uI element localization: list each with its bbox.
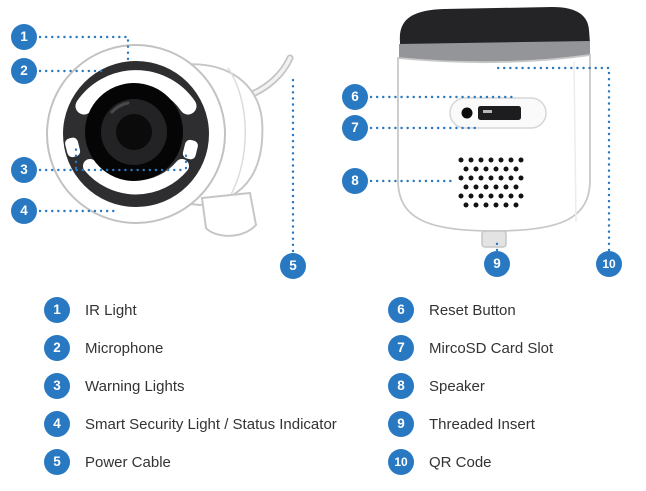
legend-number-badge: 7 <box>388 335 414 361</box>
legend-item-qr-code: 10 QR Code <box>388 449 553 475</box>
legend-label: Speaker <box>429 377 485 395</box>
legend-label: Power Cable <box>85 453 171 471</box>
legend-label: QR Code <box>429 453 492 471</box>
legend-right-column: 6 Reset Button 7 MircoSD Card Slot 8 Spe… <box>388 297 553 475</box>
legend-number-badge: 5 <box>44 449 70 475</box>
callout-1: 1 <box>11 24 37 50</box>
leader-lines <box>38 35 611 253</box>
callout-3: 3 <box>11 157 37 183</box>
legend-left-column: 1 IR Light 2 Microphone 3 Warning Lights… <box>44 297 337 475</box>
legend-number-badge: 1 <box>44 297 70 323</box>
legend-label: Smart Security Light / Status Indicator <box>85 415 337 433</box>
legend-item-ir-light: 1 IR Light <box>44 297 337 323</box>
legend-item-microsd-card-slot: 7 MircoSD Card Slot <box>388 335 553 361</box>
microsd-slot <box>478 106 521 120</box>
speaker-grille <box>458 157 524 208</box>
legend-number-badge: 9 <box>388 411 414 437</box>
legend-item-speaker: 8 Speaker <box>388 373 553 399</box>
legend-item-microphone: 2 Microphone <box>44 335 337 361</box>
legend-number-badge: 2 <box>44 335 70 361</box>
callout-8: 8 <box>342 168 368 194</box>
legend-number-badge: 10 <box>388 449 414 475</box>
callout-9: 9 <box>484 251 510 277</box>
legend-item-warning-lights: 3 Warning Lights <box>44 373 337 399</box>
legend-number-badge: 4 <box>44 411 70 437</box>
legend-label: MircoSD Card Slot <box>429 339 554 357</box>
leader-line-10 <box>492 66 611 252</box>
callout-5: 5 <box>280 253 306 279</box>
callout-6: 6 <box>342 84 368 110</box>
front-camera-illustration <box>46 44 294 237</box>
reset-button-dot <box>461 107 473 119</box>
legend-item-power-cable: 5 Power Cable <box>44 449 337 475</box>
back-camera-illustration <box>397 7 591 248</box>
legend-label: Reset Button <box>429 301 516 319</box>
legend-number-badge: 3 <box>44 373 70 399</box>
legend-item-status-indicator: 4 Smart Security Light / Status Indicato… <box>44 411 337 437</box>
callout-2: 2 <box>11 58 37 84</box>
threaded-insert <box>481 230 507 248</box>
callout-4: 4 <box>11 198 37 224</box>
legend-label: IR Light <box>85 301 137 319</box>
legend-item-reset-button: 6 Reset Button <box>388 297 553 323</box>
legend-item-threaded-insert: 9 Threaded Insert <box>388 411 553 437</box>
legend-label: Threaded Insert <box>429 415 535 433</box>
legend-number-badge: 6 <box>388 297 414 323</box>
legend-label: Microphone <box>85 339 164 357</box>
legend-label: Warning Lights <box>85 377 185 395</box>
callout-10: 10 <box>596 251 622 277</box>
legend-number-badge: 8 <box>388 373 414 399</box>
callout-7: 7 <box>342 115 368 141</box>
leader-line-1 <box>38 35 130 64</box>
